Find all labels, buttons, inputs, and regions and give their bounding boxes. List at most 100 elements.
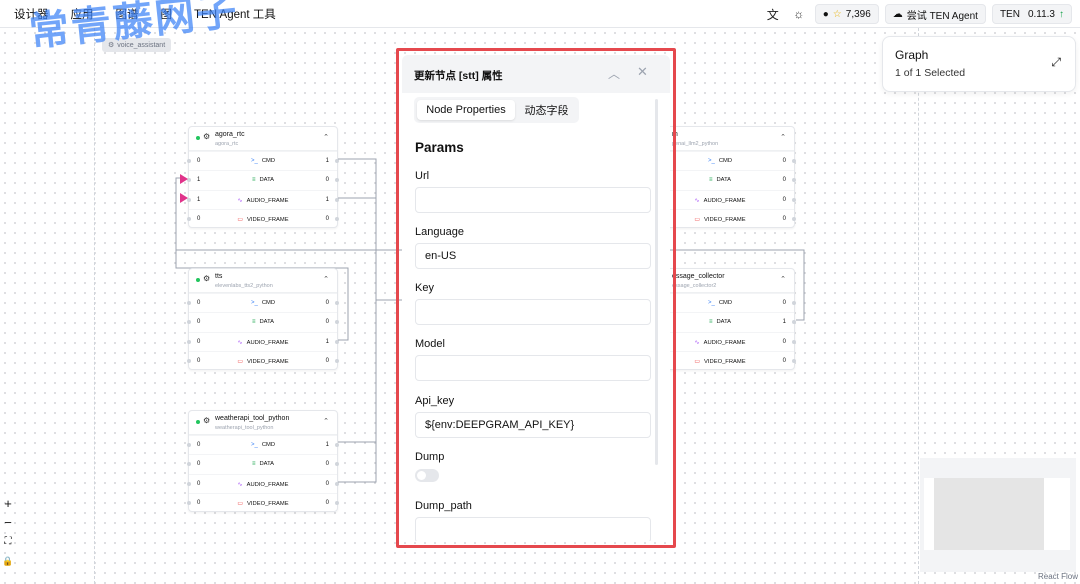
minimap[interactable]: [920, 458, 1076, 572]
minus-icon: −: [4, 514, 12, 530]
menu-item-figure[interactable]: 图: [160, 8, 173, 21]
github-stars-button[interactable]: ● ☆ 7,396: [814, 4, 879, 24]
port-label: VIDEO_FRAME: [247, 500, 289, 507]
graph-panel[interactable]: Graph 1 of 1 Selected ⤢: [882, 36, 1076, 92]
output-handle[interactable]: [335, 443, 339, 447]
menu-item-graph[interactable]: 图谱: [115, 8, 139, 21]
chevron-up-icon[interactable]: ⌃: [780, 134, 786, 141]
url-field[interactable]: [415, 187, 651, 213]
output-handle[interactable]: [792, 216, 796, 221]
translate-icon[interactable]: 文: [766, 7, 779, 22]
port-type: ∿AUDIO_FRAME: [646, 339, 794, 346]
dump-toggle[interactable]: [415, 469, 439, 482]
dialog-scrollbar[interactable]: [655, 99, 658, 465]
output-handle[interactable]: [792, 178, 796, 183]
chevron-up-icon[interactable]: ︿: [608, 67, 621, 81]
badge-icon: ⚙: [108, 42, 115, 49]
graph-node-llm[interactable]: ⚙mpenai_llm2_python⌃>_CMD0≡DATA0∿AUDIO_F…: [644, 126, 796, 228]
menu-item-apps[interactable]: 应用: [70, 8, 94, 21]
language-field[interactable]: en-US: [415, 243, 651, 269]
dump-path-field[interactable]: [415, 517, 651, 541]
output-handle[interactable]: [792, 197, 796, 202]
input-handle[interactable]: [187, 320, 191, 325]
input-handle[interactable]: [187, 159, 191, 163]
try-ten-agent-button[interactable]: ☁ 尝试 TEN Agent: [884, 4, 986, 24]
key-field[interactable]: [415, 299, 651, 325]
close-icon[interactable]: ✕: [637, 64, 648, 79]
canvas-divider: [918, 28, 919, 584]
ten-label: TEN: [999, 8, 1020, 20]
cmd-icon: >_: [250, 442, 258, 448]
output-handle[interactable]: [335, 462, 339, 467]
output-handle[interactable]: [335, 320, 339, 325]
output-handle[interactable]: [335, 301, 339, 305]
port-label: VIDEO_FRAME: [704, 216, 746, 223]
chevron-up-icon[interactable]: ⌃: [323, 276, 329, 283]
chevron-up-icon[interactable]: ⌃: [780, 276, 786, 283]
dialog-title: 更新节点 [stt] 属性: [414, 70, 503, 82]
output-handle[interactable]: [335, 481, 339, 486]
input-handle[interactable]: [187, 197, 191, 202]
output-handle[interactable]: [792, 301, 796, 305]
tab-dynamic-fields[interactable]: 动态字段: [524, 105, 569, 117]
output-handle[interactable]: [792, 339, 796, 344]
port-label: AUDIO_FRAME: [246, 197, 289, 204]
output-handle[interactable]: [335, 358, 339, 363]
output-handle[interactable]: [792, 358, 796, 363]
api-key-field[interactable]: ${env:DEEPGRAM_API_KEY}: [415, 412, 651, 438]
output-handle[interactable]: [792, 159, 796, 163]
edge: [664, 249, 805, 321]
extension-icon: ⚙: [203, 416, 211, 425]
chevron-up-icon[interactable]: ⌃: [323, 134, 329, 141]
fit-view-button[interactable]: ⛶: [0, 532, 16, 550]
input-handle[interactable]: [187, 481, 191, 486]
port-label: VIDEO_FRAME: [247, 216, 289, 223]
input-handle[interactable]: [187, 301, 191, 305]
node-title: m: [672, 131, 678, 138]
zoom-out-button[interactable]: −: [0, 513, 16, 531]
input-handle[interactable]: [187, 216, 191, 221]
input-handle[interactable]: [187, 500, 191, 505]
menu-item-designer[interactable]: 设计器: [14, 8, 49, 21]
output-handle[interactable]: [335, 500, 339, 505]
chevron-up-icon[interactable]: ⌃: [323, 418, 329, 425]
tab-node-properties[interactable]: Node Properties: [417, 100, 515, 120]
output-handle[interactable]: [335, 339, 339, 344]
input-handle[interactable]: [187, 178, 191, 183]
toggle-knob: [417, 471, 426, 480]
sun-icon[interactable]: ☼: [793, 7, 805, 21]
react-flow-attribution[interactable]: React Flow: [1037, 572, 1078, 581]
version-badge[interactable]: TEN 0.11.3 ↑: [991, 4, 1072, 24]
input-handle[interactable]: [187, 339, 191, 344]
output-handle[interactable]: [335, 178, 339, 183]
graph-panel-title: Graph: [895, 48, 929, 62]
output-handle[interactable]: [335, 216, 339, 221]
zoom-in-button[interactable]: +: [0, 494, 16, 512]
output-handle[interactable]: [335, 197, 339, 202]
input-handle[interactable]: [187, 358, 191, 363]
minimap-viewport[interactable]: [934, 478, 1044, 550]
port-label: VIDEO_FRAME: [247, 358, 289, 365]
expand-icon[interactable]: ⤢: [1051, 55, 1061, 69]
output-handle[interactable]: [335, 159, 339, 163]
node-title: tts: [215, 273, 223, 280]
port-out-count: 0: [782, 300, 786, 306]
dump-path-label: Dump_path: [415, 500, 472, 512]
input-handle[interactable]: [187, 462, 191, 467]
node-title: agora_rtc: [215, 131, 245, 138]
input-handle[interactable]: [187, 443, 191, 447]
output-handle[interactable]: [792, 320, 796, 325]
node-subtitle: agora_rtc: [215, 141, 239, 147]
lock-button[interactable]: 🔒: [0, 552, 16, 570]
model-field[interactable]: [415, 355, 651, 381]
graph-node-message-collector[interactable]: ⚙essage_collectoressage_collector2⌃>_CMD…: [644, 268, 796, 370]
menu-item-ten-agent-tools[interactable]: TEN Agent 工具: [194, 8, 276, 21]
port-label: CMD: [718, 158, 733, 164]
port-out-count: 0: [782, 196, 786, 203]
